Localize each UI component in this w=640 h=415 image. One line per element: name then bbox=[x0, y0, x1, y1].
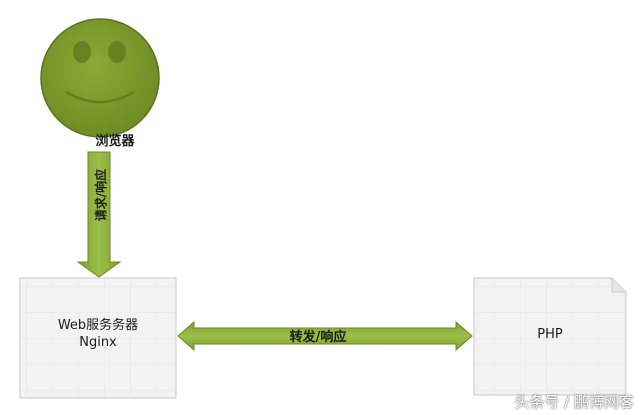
web-server-title: Web服务务器 bbox=[57, 318, 139, 333]
php-title: PHP bbox=[537, 327, 563, 342]
forward-arrow bbox=[177, 320, 473, 352]
watermark-text: 头条号 / 鹏博网客 bbox=[514, 393, 634, 411]
face-circle bbox=[40, 18, 160, 138]
face-right-eye bbox=[108, 41, 126, 63]
forward-arrow-label: 转发/响应 bbox=[289, 330, 347, 345]
face-mouth bbox=[65, 90, 135, 104]
browser-label: 浏览器 bbox=[95, 134, 135, 149]
request-arrow bbox=[76, 151, 122, 278]
web-server-subtitle: Nginx bbox=[79, 335, 117, 350]
request-arrow-label: 请求/响应 bbox=[94, 168, 108, 222]
web-server-box bbox=[19, 277, 177, 399]
face-left-eye bbox=[73, 41, 91, 63]
php-box-fold bbox=[611, 278, 626, 293]
php-box bbox=[473, 277, 627, 396]
